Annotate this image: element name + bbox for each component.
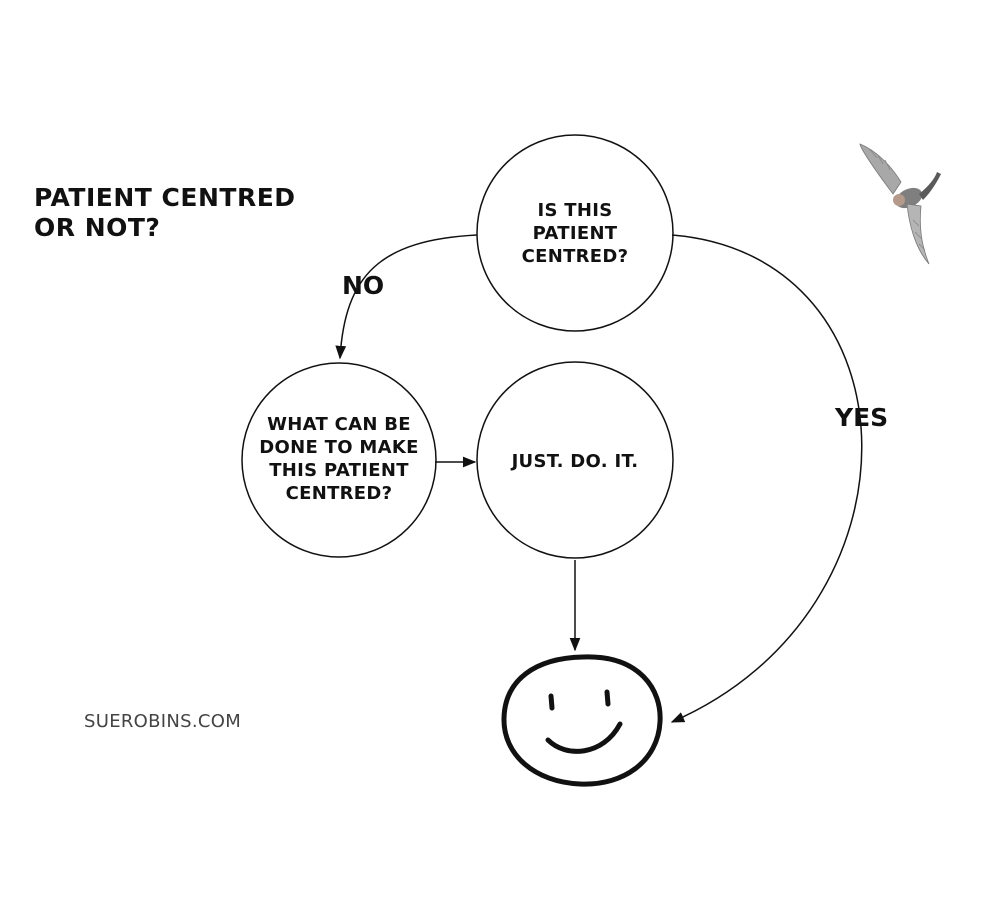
improve-node: WHAT CAN BE DONE TO MAKE THIS PATIENT CE…	[241, 362, 437, 558]
smiley-face-icon	[501, 654, 663, 787]
site-credit: SUEROBINS.COM	[84, 711, 241, 732]
question-node-line-1: IS THIS	[537, 200, 612, 221]
no-edge-label: NO	[342, 271, 384, 300]
question-node-line-2: PATIENT	[533, 223, 618, 244]
improve-node-line-2: DONE TO MAKE	[259, 437, 418, 458]
yes-edge-arrow	[670, 234, 863, 723]
action-node: JUST. DO. IT.	[476, 361, 674, 559]
improve-node-line-4: CENTRED?	[286, 483, 393, 504]
diagram-title-line-2: OR NOT?	[34, 213, 160, 242]
improve-node-line-1: WHAT CAN BE	[267, 414, 411, 435]
action-node-line-1: JUST. DO. IT.	[510, 451, 639, 472]
yes-edge-label: YES	[834, 403, 888, 432]
bird-icon	[859, 143, 941, 265]
question-node: IS THIS PATIENT CENTRED?	[476, 134, 674, 332]
question-node-line-3: CENTRED?	[522, 246, 629, 267]
improve-node-line-3: THIS PATIENT	[269, 460, 409, 481]
diagram-title-line-1: PATIENT CENTRED	[34, 183, 296, 212]
no-edge-arrow	[335, 234, 478, 360]
